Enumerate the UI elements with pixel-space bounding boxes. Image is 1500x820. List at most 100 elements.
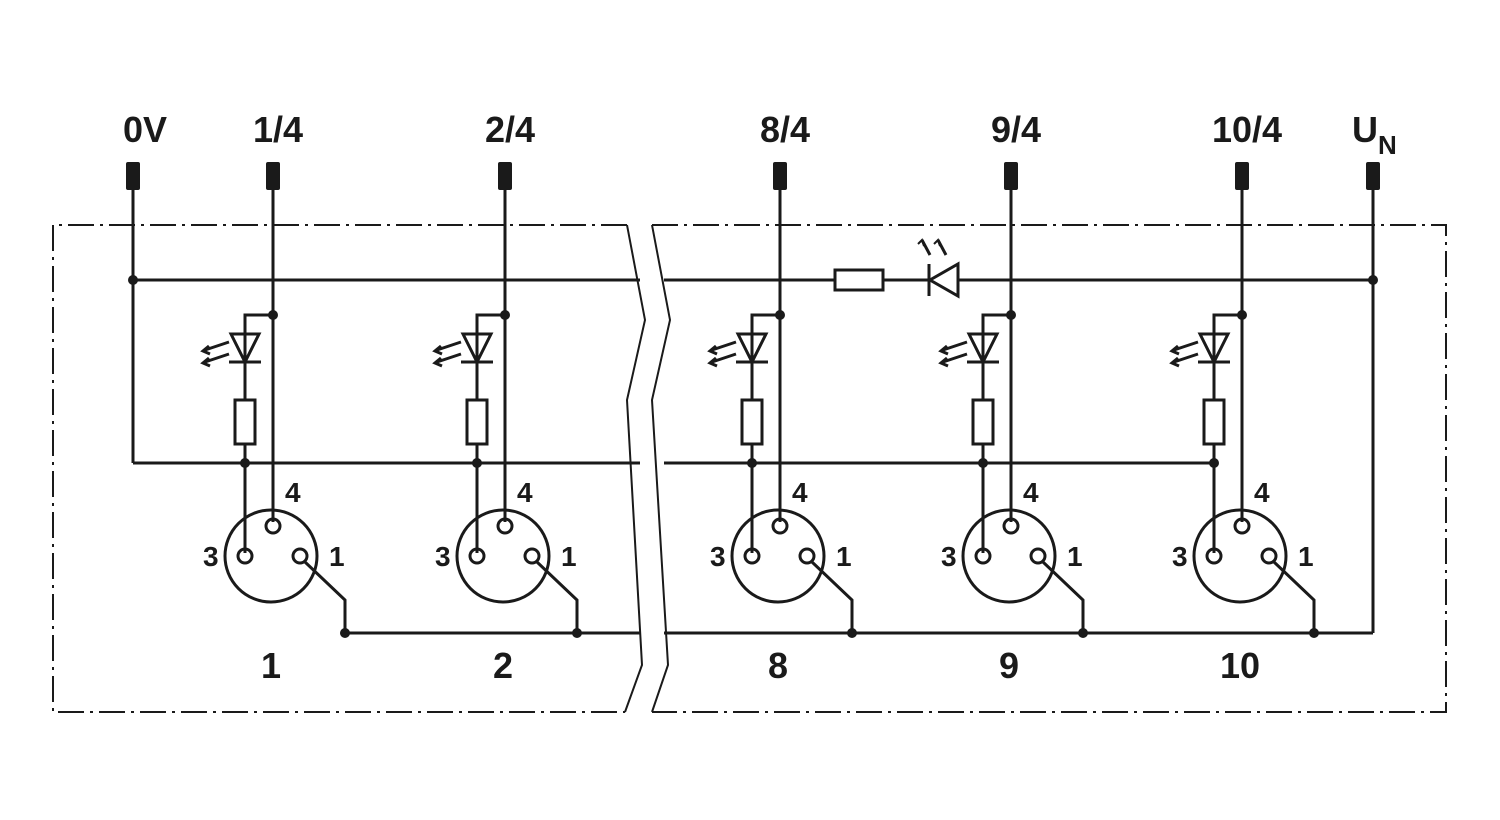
m12-connector (961, 508, 1057, 604)
junction-dot (775, 310, 785, 320)
housing-right-outline (652, 224, 1447, 713)
junction-dot (268, 310, 278, 320)
pin-3-label: 3 (435, 541, 451, 572)
pin-3-socket (468, 547, 486, 565)
light-arrows (432, 340, 462, 368)
pin-3-label: 3 (941, 541, 957, 572)
series-resistor (233, 398, 257, 446)
junction-dot (1078, 628, 1088, 638)
terminal-label: 2/4 (485, 109, 535, 150)
terminal-label: 9/4 (991, 109, 1041, 150)
junction-dot (340, 628, 350, 638)
junction-dot (847, 628, 857, 638)
m12-connector (1192, 508, 1288, 604)
pin-1-socket (523, 547, 541, 565)
m12-connector (223, 508, 319, 604)
pin-1-wire (810, 560, 854, 633)
status-resistor (833, 268, 885, 292)
terminal-9-4 (1004, 162, 1018, 190)
slot-number-label: 9 (999, 645, 1019, 686)
terminal-1-4 (266, 162, 280, 190)
terminal-label-un: UN (1352, 109, 1397, 160)
housing-right-break (650, 224, 672, 713)
light-arrows (200, 340, 230, 368)
housing-left-outline (52, 224, 627, 713)
pin-3-label: 3 (710, 541, 726, 572)
pin-1-socket (1260, 547, 1278, 565)
junction-dot (1006, 310, 1016, 320)
light-arrows (938, 340, 968, 368)
slot-8: 8/4 4 3 1 8 (707, 109, 857, 686)
pin-1-socket (291, 547, 309, 565)
pin-4-label: 4 (1023, 477, 1039, 508)
junction-dot (1368, 275, 1378, 285)
pin-4-socket (771, 517, 789, 535)
indicator-led (460, 332, 494, 366)
pin-1-label: 1 (329, 541, 345, 572)
junction-dot (1309, 628, 1319, 638)
slot-number-label: 2 (493, 645, 513, 686)
slot-number-label: 10 (1220, 645, 1260, 686)
junction-dot (747, 458, 757, 468)
slot-1: 1/4 4 3 1 1 (200, 109, 350, 686)
pin-4-socket (264, 517, 282, 535)
series-resistor (971, 398, 995, 446)
pin-4-label: 4 (517, 477, 533, 508)
terminal-label-0v: 0V (123, 109, 167, 150)
pin-1-socket (1029, 547, 1047, 565)
indicator-led (966, 332, 1000, 366)
junction-dot (978, 458, 988, 468)
pin-4-socket (1002, 517, 1020, 535)
indicator-led (735, 332, 769, 366)
terminal-2-4 (498, 162, 512, 190)
series-resistor (465, 398, 489, 446)
terminal-label: 10/4 (1212, 109, 1282, 150)
pin-1-wire (1272, 560, 1316, 633)
housing-left-break (624, 224, 647, 713)
light-arrows (707, 340, 737, 368)
indicator-led (1197, 332, 1231, 366)
pin-3-socket (236, 547, 254, 565)
junction-dot (1209, 458, 1219, 468)
junction-dot (472, 458, 482, 468)
junction-dot (128, 275, 138, 285)
slot-number-label: 8 (768, 645, 788, 686)
junction-dot (500, 310, 510, 320)
status-led (917, 238, 960, 299)
pin-3-label: 3 (1172, 541, 1188, 572)
pin-1-label: 1 (1067, 541, 1083, 572)
pin-4-label: 4 (792, 477, 808, 508)
terminal-label-un-main: U (1352, 109, 1378, 150)
pin-3-socket (1205, 547, 1223, 565)
terminal-10-4 (1235, 162, 1249, 190)
pin-4-label: 4 (285, 477, 301, 508)
terminal-un (1366, 162, 1380, 190)
junction-dot (240, 458, 250, 468)
pin-1-wire (535, 560, 579, 633)
pin-1-label: 1 (836, 541, 852, 572)
junction-dot (1237, 310, 1247, 320)
pin-3-socket (743, 547, 761, 565)
pin-3-label: 3 (203, 541, 219, 572)
junction-dot (572, 628, 582, 638)
light-arrows (1169, 340, 1199, 368)
terminal-0v (126, 162, 140, 190)
pin-1-label: 1 (1298, 541, 1314, 572)
series-resistor (740, 398, 764, 446)
pin-4-socket (496, 517, 514, 535)
series-resistor (1202, 398, 1226, 446)
slot-number-label: 1 (261, 645, 281, 686)
m12-connector (455, 508, 551, 604)
pin-3-socket (974, 547, 992, 565)
terminal-label-un-sub: N (1378, 130, 1397, 160)
pin-1-wire (1041, 560, 1085, 633)
slot-9: 9/4 4 3 1 9 (938, 109, 1088, 686)
pin-4-socket (1233, 517, 1251, 535)
pin-4-label: 4 (1254, 477, 1270, 508)
slot-10: 10/4 4 3 1 10 (1169, 109, 1319, 686)
terminal-label: 8/4 (760, 109, 810, 150)
terminal-label: 1/4 (253, 109, 303, 150)
m12-connector (730, 508, 826, 604)
